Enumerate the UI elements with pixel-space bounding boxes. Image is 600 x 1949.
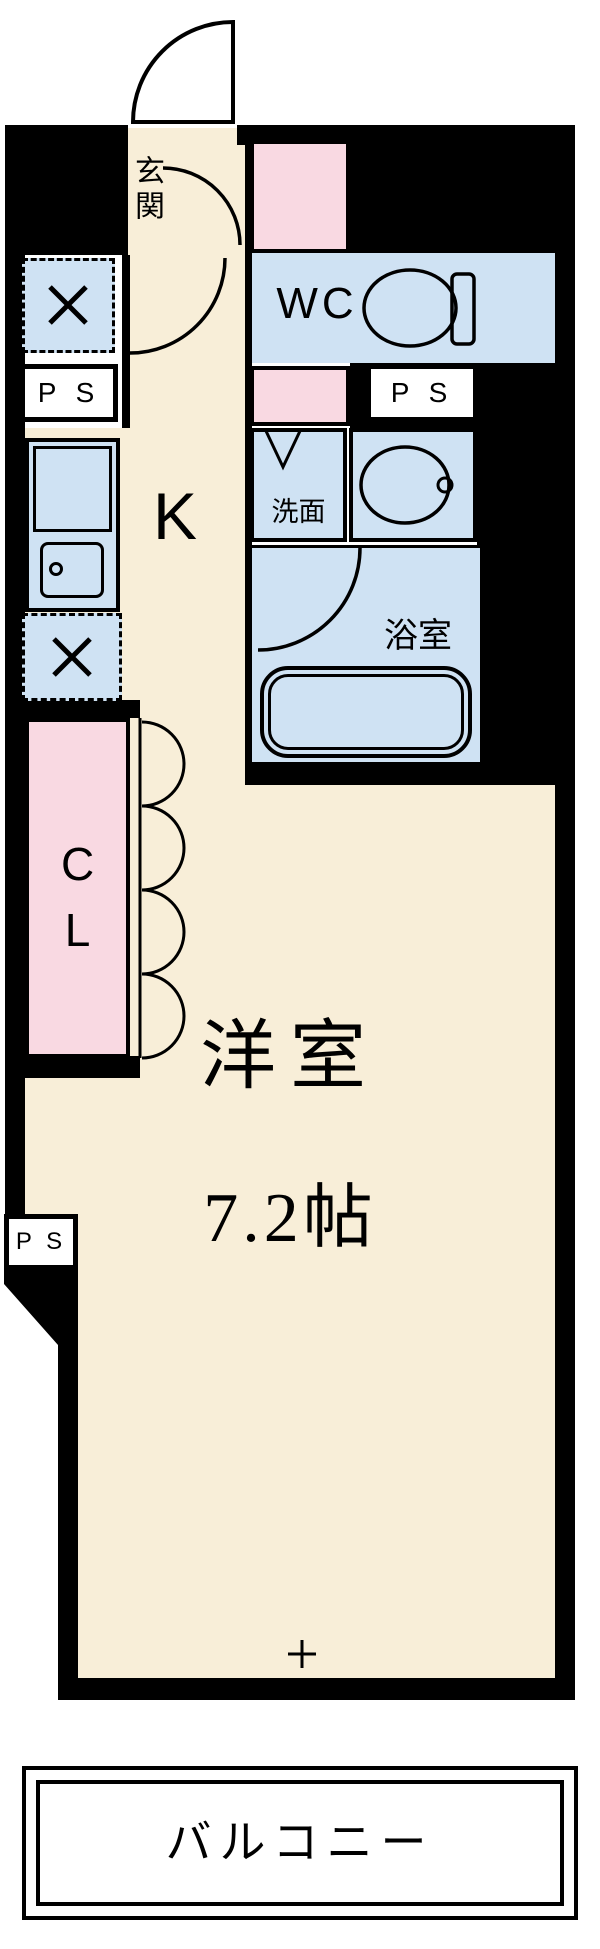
corridor-floor — [128, 718, 245, 788]
wall-bath-bottom — [245, 762, 575, 785]
kitchen-stove-icon — [40, 542, 104, 598]
wall-top-left-block — [5, 125, 128, 255]
kitchen-faucet-dot-icon — [49, 562, 63, 576]
wc-label: WC — [276, 279, 358, 328]
wall-bottom — [58, 1678, 575, 1700]
wall-top-right-block — [350, 125, 575, 255]
wall-closet-top — [5, 700, 140, 718]
wall-washroom-right — [477, 428, 555, 545]
main-room-size-label: 7.2帖 — [203, 1180, 377, 1257]
pink-duct-mid — [250, 366, 350, 426]
entrance-label: 玄関 — [130, 155, 163, 225]
vent-fan-bottom-icon — [22, 613, 122, 701]
bathtub-inner-line — [268, 674, 464, 750]
pipe-space-bottom-left: P S — [4, 1214, 78, 1270]
pipe-space-right: P S — [366, 364, 478, 422]
pipe-space-label: P S — [390, 376, 454, 408]
entry-door-arc-icon — [130, 19, 235, 124]
kitchen-sink-basin-icon — [33, 446, 112, 532]
wall-bath-right — [480, 545, 555, 762]
balcony-label: バルコニー — [165, 1816, 435, 1868]
exterior-chamfer-area — [0, 1270, 58, 1720]
closet — [25, 718, 130, 1058]
wall-hall-left — [122, 255, 130, 428]
wall-right — [555, 125, 575, 1700]
pipe-space-label: P S — [37, 376, 101, 408]
pipe-space-label: P S — [15, 1227, 67, 1255]
closet-label: CL — [51, 838, 104, 970]
main-room-label: 洋室 — [200, 1015, 380, 1099]
bathtub-icon — [260, 666, 472, 758]
pink-duct-top — [250, 140, 350, 253]
balcony-inner-line: バルコニー — [36, 1780, 564, 1906]
wall-closet-bottom — [5, 1056, 140, 1078]
kitchen-counter — [25, 438, 120, 612]
washroom-label: 洗面 — [271, 497, 326, 527]
pipe-space-top-left: P S — [20, 364, 118, 422]
bathroom-label: 浴室 — [384, 617, 452, 655]
vanity-unit — [349, 428, 477, 542]
kitchen-label: K — [152, 479, 198, 553]
wall-center-divider — [245, 125, 252, 785]
vent-fan-top-icon — [22, 258, 115, 353]
balcony: バルコニー — [22, 1766, 578, 1920]
hallway-floor — [128, 255, 245, 430]
